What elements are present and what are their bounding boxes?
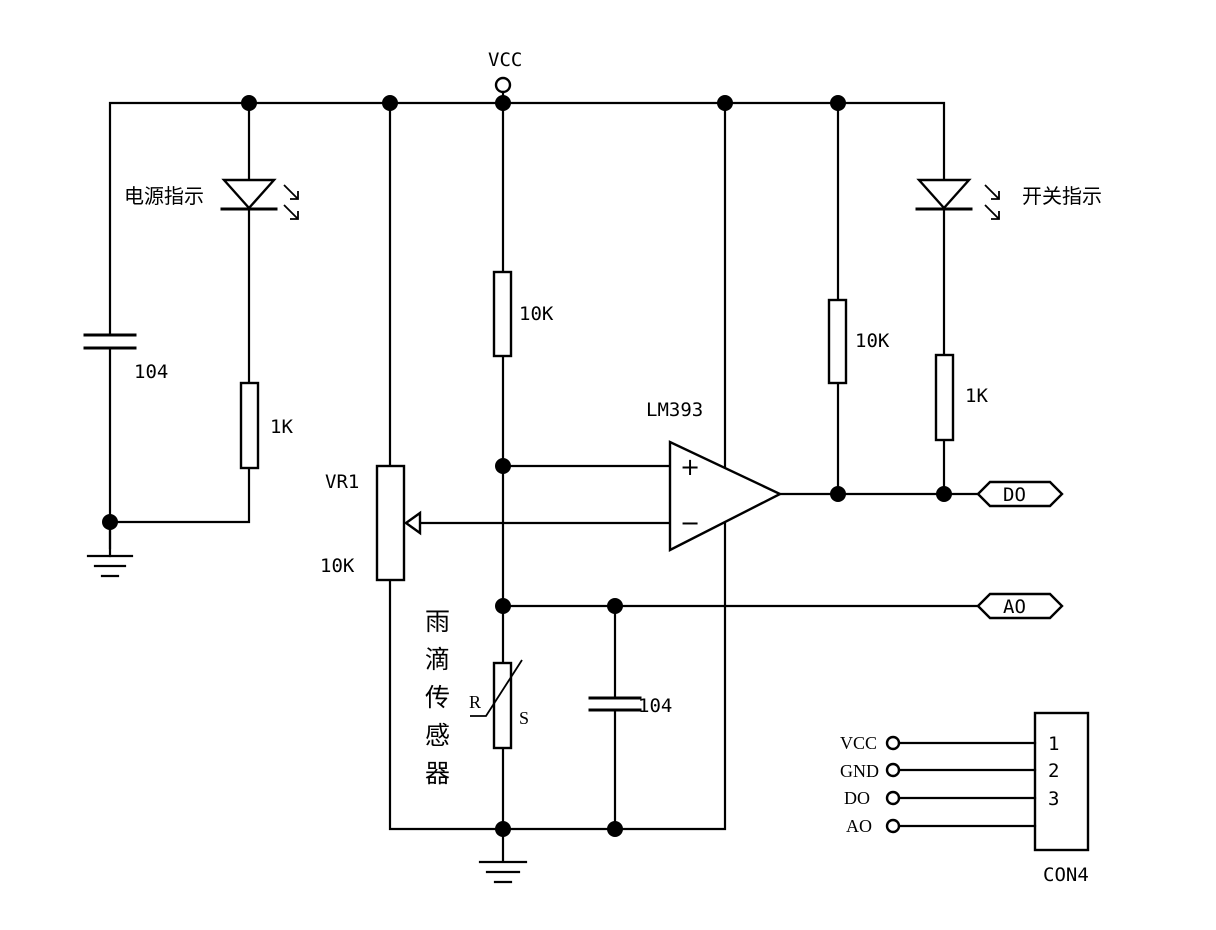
junction-dot xyxy=(717,95,733,111)
center-ground-icon xyxy=(478,860,528,884)
sensor-title: 雨 滴 传 感 器 xyxy=(425,607,450,788)
connector-pin-row: GND 2 xyxy=(840,760,1059,782)
pin-number-label: 2 xyxy=(1048,760,1059,782)
left-ground-return-wire xyxy=(108,466,251,524)
junction-dot xyxy=(936,486,952,502)
power-led-label: 电源指示 xyxy=(124,184,204,208)
sensor-title-char: 器 xyxy=(425,759,450,788)
vr1-potentiometer-icon xyxy=(375,464,406,582)
sensor-title-char: 传 xyxy=(425,683,450,712)
sensor-r-label: R xyxy=(469,692,481,712)
vcc-label: VCC xyxy=(488,49,522,71)
pin-number-label: 3 xyxy=(1048,788,1059,810)
junction-dot xyxy=(241,95,257,111)
center-resistor-10k-label: 10K xyxy=(519,303,554,325)
pin-signal-label: GND xyxy=(840,761,879,781)
con4-label: CON4 xyxy=(1043,864,1089,886)
pin-number-label: 1 xyxy=(1048,733,1059,755)
output-resistor-10k-label: 10K xyxy=(855,330,890,352)
rain-sensor-icon xyxy=(492,661,513,750)
pin-terminal-icon xyxy=(885,762,901,778)
switch-led-icon xyxy=(915,178,1000,220)
do-port-label: DO xyxy=(1003,484,1026,506)
connector-pin-row: VCC 1 xyxy=(840,733,1059,755)
lm393-comparator-icon xyxy=(668,440,783,552)
vr1-value-label: 10K xyxy=(320,555,355,577)
pin-signal-label: VCC xyxy=(840,733,877,753)
pin-terminal-icon xyxy=(885,735,901,751)
switch-resistor-1k-label: 1K xyxy=(965,385,988,407)
junction-dot xyxy=(607,598,623,614)
c1-capacitor-icon xyxy=(83,333,137,350)
pin-terminal-icon xyxy=(885,790,901,806)
vr1-wiper-icon xyxy=(403,510,422,536)
junction-dot xyxy=(495,821,511,837)
con4-connector-icon xyxy=(1033,711,1090,852)
power-led-icon xyxy=(220,178,299,220)
junctions xyxy=(102,95,952,837)
do-port-icon xyxy=(976,480,1064,508)
pin-signal-label: DO xyxy=(844,788,870,808)
ao-port-icon xyxy=(976,592,1064,620)
pin-terminal-icon xyxy=(885,818,901,834)
led-resistor-1k-icon xyxy=(239,381,260,470)
junction-dot xyxy=(607,821,623,837)
plus-sign: + xyxy=(680,453,700,481)
minus-sign: − xyxy=(680,509,700,537)
wires xyxy=(108,101,980,862)
c2-capacitor-icon xyxy=(588,696,642,712)
vr1-name-label: VR1 xyxy=(325,471,359,493)
output-resistor-10k-icon xyxy=(827,298,848,385)
junction-dot xyxy=(830,486,846,502)
sensor-title-char: 滴 xyxy=(425,645,450,674)
switch-resistor-1k-icon xyxy=(934,353,955,442)
sensor-s-label: S xyxy=(519,708,529,728)
vcc-terminal-icon xyxy=(494,76,512,94)
center-resistor-10k-icon xyxy=(492,270,513,358)
connector-pin-row: AO xyxy=(846,816,1037,836)
rain-sensor-variable-icon xyxy=(470,659,523,717)
junction-dot xyxy=(495,598,511,614)
c2-label: 104 xyxy=(638,695,672,717)
junction-dot xyxy=(495,95,511,111)
switch-led-label: 开关指示 xyxy=(1022,184,1102,208)
led-resistor-1k-label: 1K xyxy=(270,416,293,438)
ao-port-label: AO xyxy=(1003,596,1026,618)
connector-pin-row: DO 3 xyxy=(844,788,1059,810)
vcc-rail-wire xyxy=(108,101,946,337)
sensor-title-char: 感 xyxy=(425,721,450,750)
junction-dot xyxy=(495,458,511,474)
c1-label: 104 xyxy=(134,361,168,383)
lm393-label: LM393 xyxy=(646,399,703,421)
vr-bottom-wire xyxy=(388,101,727,831)
junction-dot xyxy=(830,95,846,111)
sensor-title-char: 雨 xyxy=(425,607,450,636)
left-ground-icon xyxy=(86,520,134,578)
pin-signal-label: AO xyxy=(846,816,872,836)
junction-dot xyxy=(382,95,398,111)
